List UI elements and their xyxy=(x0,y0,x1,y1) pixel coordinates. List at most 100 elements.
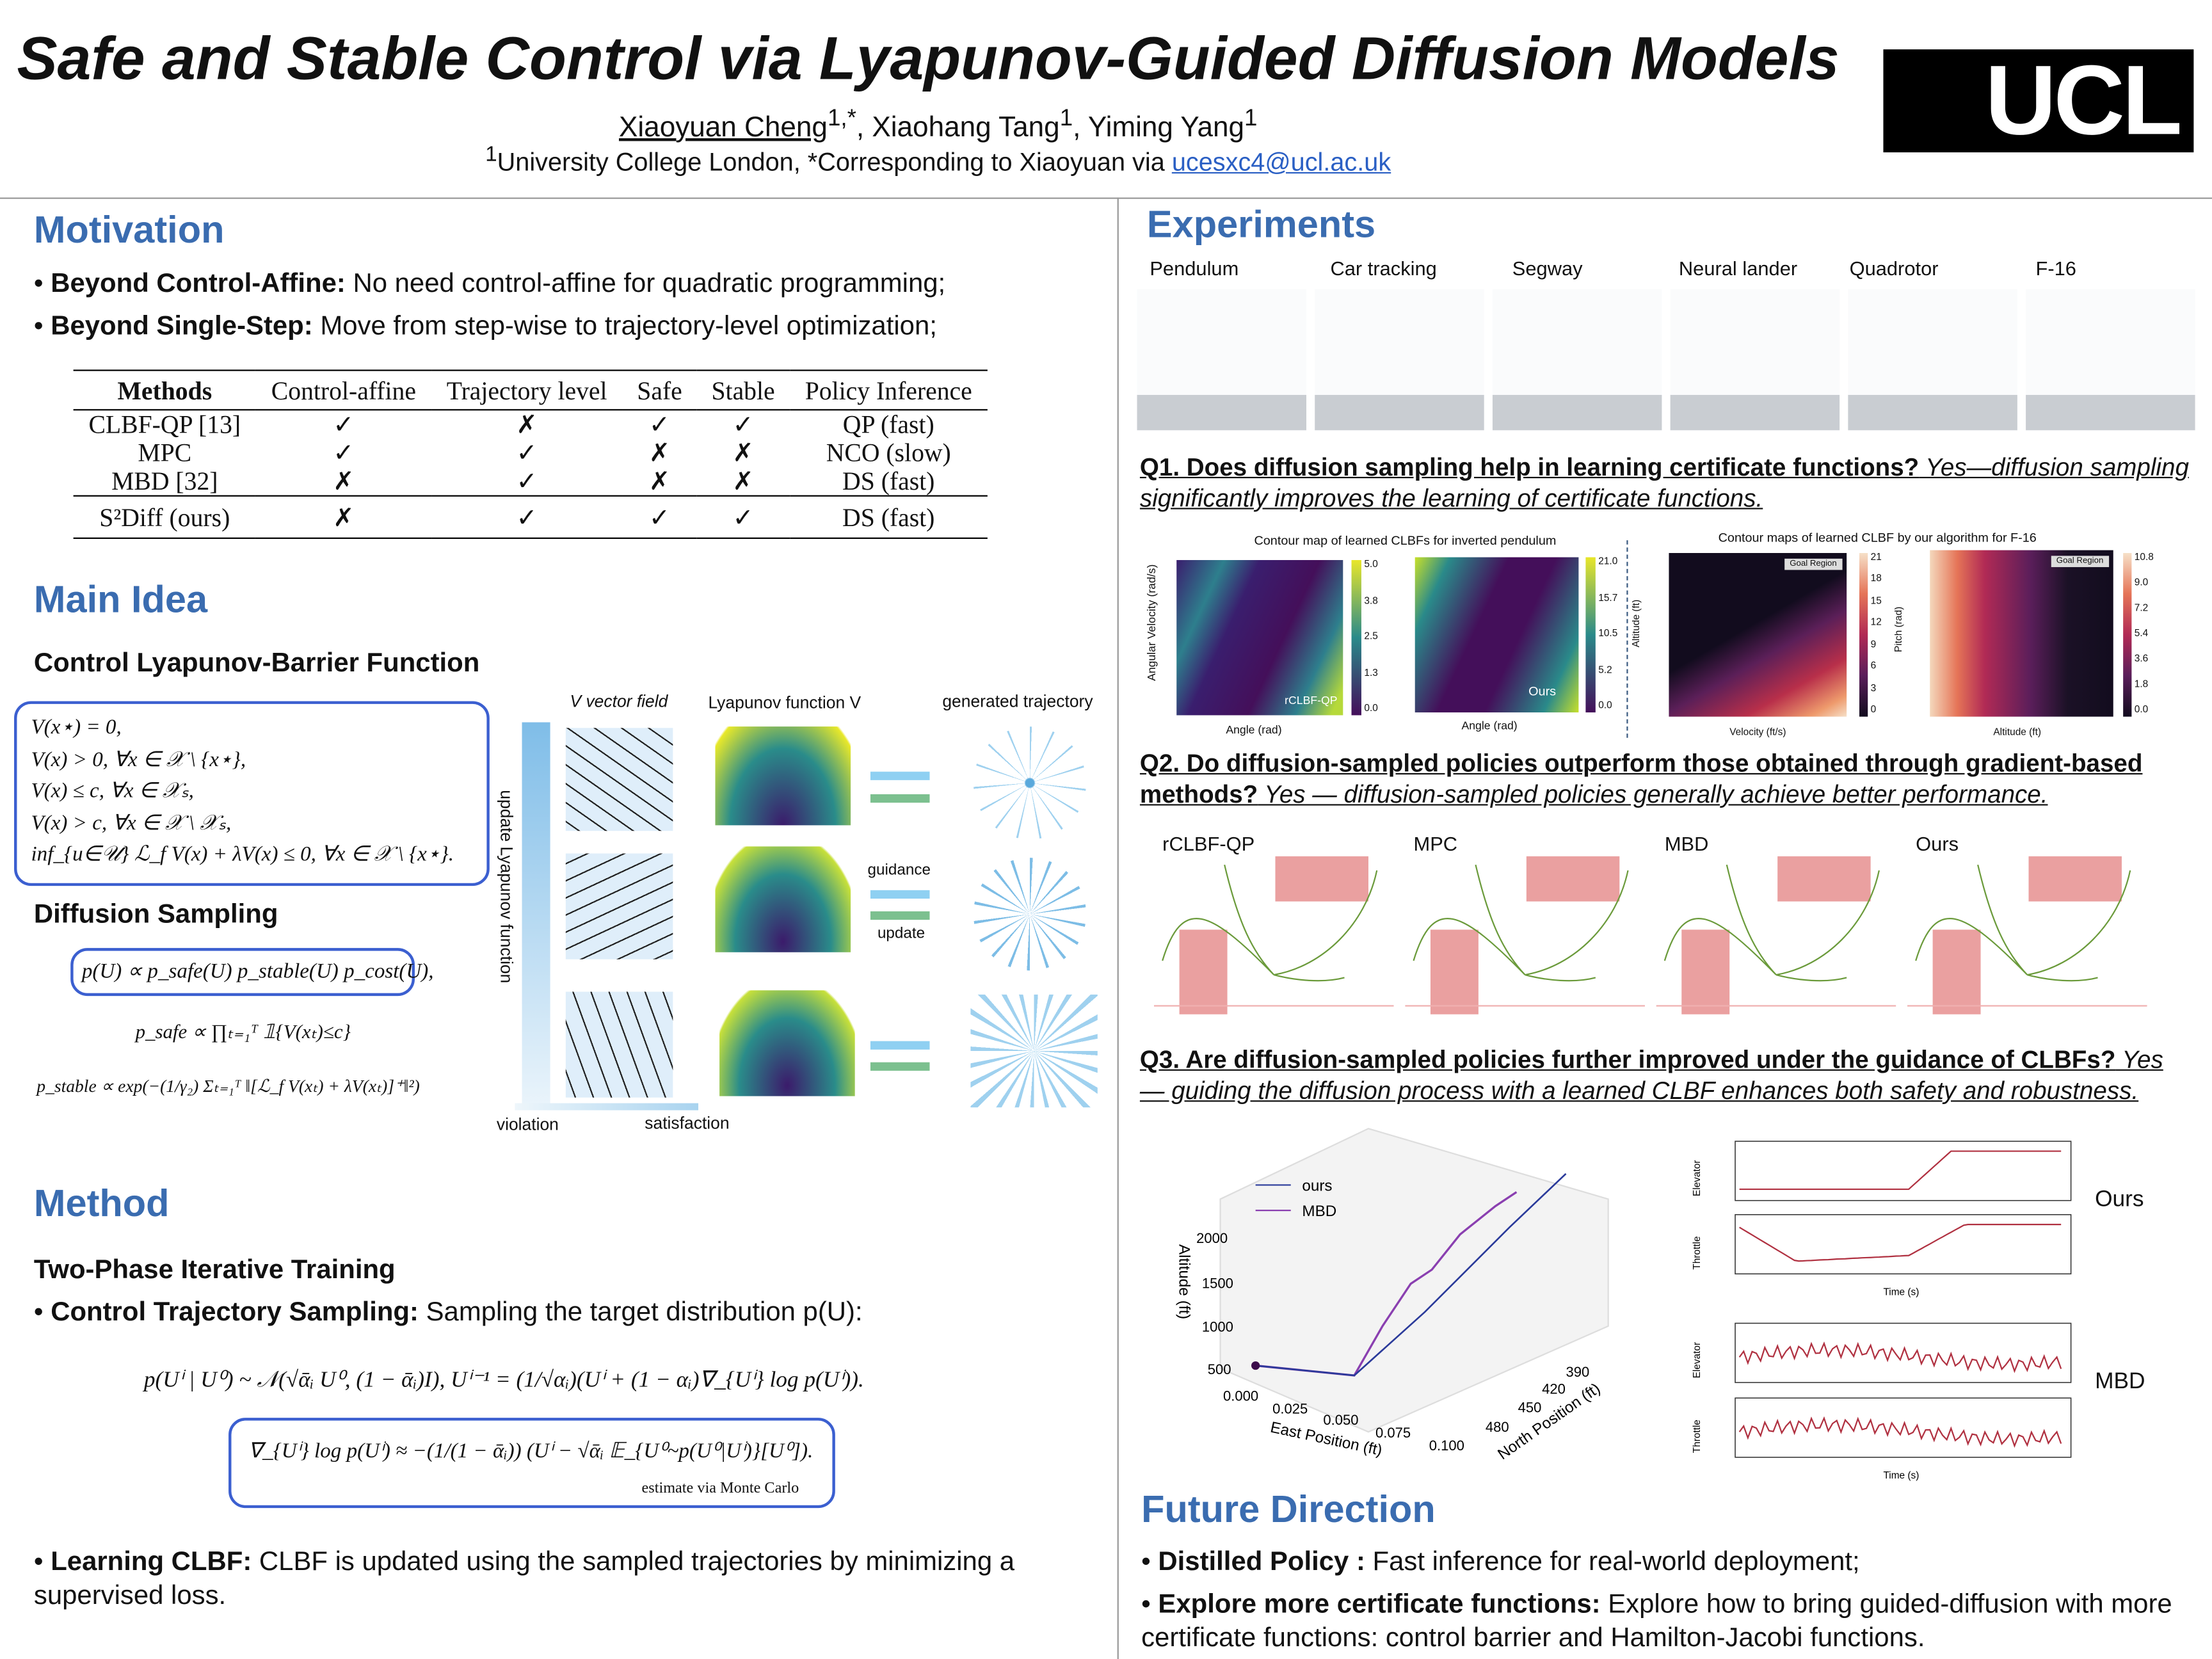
table-cell: MPC xyxy=(138,438,192,467)
table-cell: ✗ xyxy=(333,467,355,495)
colorbar-tick-label: 3 xyxy=(1870,684,1877,694)
table-cell: NCO (slow) xyxy=(826,438,951,467)
colorbar xyxy=(1859,553,1868,717)
table-cell: DS (fast) xyxy=(842,467,935,495)
email-link[interactable]: ucesxc4@ucl.ac.uk xyxy=(1171,148,1391,177)
colorbar-tick-label: 1.3 xyxy=(1364,668,1378,678)
clbf-equation: inf_{u∈𝒰} ℒ_f V(x) + λV(x) ≤ 0, ∀x ∈ 𝒳 \… xyxy=(31,844,454,867)
colorbar-tick-label: 0.0 xyxy=(1598,701,1612,711)
trajectory-image xyxy=(973,858,1087,971)
axis-label: Angle (rad) xyxy=(1461,719,1518,732)
future-bullet: • Distilled Policy : Fast inference for … xyxy=(1141,1547,1860,1578)
clbf-equation-box: V(x⋆) = 0,V(x) > 0, ∀x ∈ 𝒳 \ {x⋆},V(x) ≤… xyxy=(14,701,490,886)
main-idea-heading: Main Idea xyxy=(33,578,208,621)
signal-line xyxy=(1739,1150,2062,1190)
trajectory-path xyxy=(1663,864,1880,982)
bullet-bold: Control Trajectory Sampling: xyxy=(51,1297,419,1328)
satisfaction-label: satisfaction xyxy=(645,1113,730,1133)
contour-f16-velocity: Goal Region xyxy=(1669,553,1847,717)
goal-legend: Goal Region xyxy=(2050,556,2110,568)
colorbar-tick-label: 10.8 xyxy=(2134,553,2154,563)
env-label: Pendulum xyxy=(1150,257,1239,280)
authors: Xiaoyuan Cheng1,*, Xiaohang Tang1, Yimin… xyxy=(0,104,1876,145)
colorbar-tick-label: 5.0 xyxy=(1364,560,1378,570)
method-bullet: • Control Trajectory Sampling: Sampling … xyxy=(33,1297,863,1328)
y-tick: 480 xyxy=(1486,1419,1509,1435)
table-row: CLBF-QP [13]✓✗✓✓QP (fast) xyxy=(74,410,988,438)
table-cell: ✓ xyxy=(333,410,355,439)
colorbar-tick-label: 9.0 xyxy=(2134,578,2149,589)
colorbar-tick-label: 12 xyxy=(1870,618,1882,629)
colorbar-tick-label: 15 xyxy=(1870,596,1882,607)
author-2: , Xiaohang Tang xyxy=(856,112,1060,144)
axis-label: Altitude (ft) xyxy=(1993,728,2042,738)
motivation-bullet: • Beyond Control-Affine: No need control… xyxy=(33,269,946,300)
plot-frame xyxy=(1735,1397,2072,1458)
bullet-bold: Distilled Policy : xyxy=(1158,1547,1365,1578)
guidance-label: guidance xyxy=(867,862,931,879)
clbf-equation: V(x) > c, ∀x ∈ 𝒳 \ 𝒳ₛ, xyxy=(31,812,232,835)
table-cell: ✓ xyxy=(732,410,754,439)
col-label-vector-field: V vector field xyxy=(570,691,668,711)
obstacle xyxy=(1932,929,1981,1014)
diffusion-sampling-title: Diffusion Sampling xyxy=(33,900,278,930)
q2-answer: Yes — diffusion-sampled policies general… xyxy=(1258,780,2048,808)
y-tick: 390 xyxy=(1566,1364,1590,1380)
author-2-sup: 1 xyxy=(1059,104,1073,131)
x-tick: 0.050 xyxy=(1323,1412,1358,1428)
env-label: F-16 xyxy=(2035,257,2076,280)
bullet-text: Explore how to bring guided-diffusion wi… xyxy=(1141,1590,2172,1654)
table-cell: ✓ xyxy=(516,467,538,495)
poster-title: Safe and Stable Control via Lyapunov-Gui… xyxy=(17,25,1839,93)
trajectory-path xyxy=(1915,864,2131,982)
trajectory-plot xyxy=(1153,856,1394,1014)
contour-ours: Ours xyxy=(1415,557,1579,713)
satisfaction-arrow xyxy=(515,1103,699,1110)
future-heading: Future Direction xyxy=(1141,1488,1436,1531)
contour-label: Ours xyxy=(1528,684,1557,699)
vector-field-image xyxy=(565,728,673,831)
colorbar-tick-label: 5.4 xyxy=(2134,629,2149,639)
y-axis-label: Throttle xyxy=(1692,1236,1703,1269)
affiliation-text: University College London, *Correspondin… xyxy=(497,148,1172,177)
colorbar xyxy=(1351,560,1361,716)
arrow-left-icon xyxy=(870,1062,930,1071)
3d-trajectory-plot: ours MBD Altitude (ft) East Position (ft… xyxy=(1176,1128,1609,1463)
trajectory-image xyxy=(973,726,1087,840)
trajectory-path xyxy=(1162,864,1378,982)
vector-field-image xyxy=(565,853,673,959)
lyapunov-surface xyxy=(715,726,851,826)
ours-line xyxy=(1255,1173,1567,1377)
column-divider xyxy=(1117,197,1119,1659)
table-row: S²Diff (ours)✗✓✓✓DS (fast) xyxy=(73,495,988,538)
table-cell: ✗ xyxy=(648,438,671,467)
x-tick: 0.100 xyxy=(1429,1438,1464,1454)
axis-label: Angle (rad) xyxy=(1226,723,1282,737)
method-heading: Method xyxy=(33,1182,170,1225)
violation-label: violation xyxy=(496,1114,559,1135)
y-tick: 450 xyxy=(1518,1399,1542,1415)
colorbar-tick-label: 7.2 xyxy=(2134,604,2149,614)
table-cell: S²Diff (ours) xyxy=(99,502,230,531)
bullet-text: Move from step-wise to trajectory-level … xyxy=(312,312,937,342)
axis-label: Velocity (ft/s) xyxy=(1729,728,1786,738)
panel-label: MBD xyxy=(1664,832,1709,855)
obstacle xyxy=(1681,929,1730,1014)
trajectory-plot xyxy=(1656,856,1896,1014)
table-cell: ✗ xyxy=(516,410,538,439)
update-arrow xyxy=(522,722,550,1107)
obstacle xyxy=(1275,856,1368,902)
legend-ours: ours xyxy=(1302,1177,1332,1194)
table-cell: ✗ xyxy=(732,467,754,495)
bullet-text: Sampling the target distribution p(U): xyxy=(418,1297,863,1328)
monte-carlo-note: estimate via Monte Carlo xyxy=(641,1480,799,1497)
bullet-bold: Learning CLBF: xyxy=(51,1547,252,1578)
th: Safe xyxy=(637,376,682,405)
colorbar-tick-label: 1.8 xyxy=(2134,680,2149,690)
contour-label: rCLBF-QP xyxy=(1285,694,1338,707)
table-cell: ✗ xyxy=(333,502,355,531)
env-image xyxy=(1315,289,1484,431)
q1-answer: Yes—diffusion sampling significantly imp… xyxy=(1139,453,2189,513)
